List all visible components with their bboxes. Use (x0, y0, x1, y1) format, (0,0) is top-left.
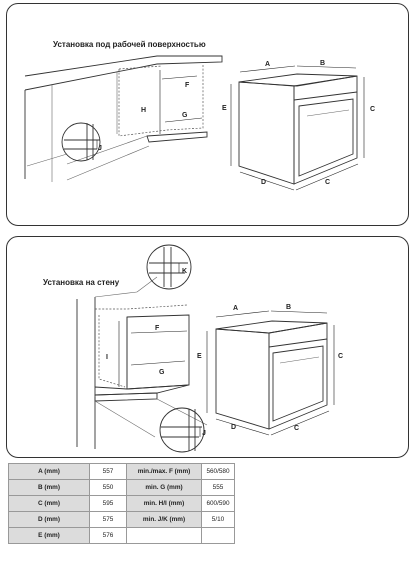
under-counter-caption: Установка под рабочей поверхностью (53, 40, 206, 49)
dimension-f: F (161, 75, 198, 89)
cabinet-dimensions: I F G (106, 321, 188, 387)
label-c-top: C (370, 106, 375, 113)
detail-circle-j-bottom: J (159, 407, 206, 453)
label-g-bottom: G (159, 369, 165, 376)
table-row: A (mm) 557 min./max. F (mm) 560/580 (8, 463, 235, 480)
wall-installation-panel: Установка на стену I F G (6, 236, 409, 458)
oven-bottom-dimensions: A B C E D C (197, 304, 343, 436)
row-label-2: min./max. F (mm) (126, 463, 202, 480)
row-label: D (mm) (8, 511, 90, 528)
row-value: 550 (89, 479, 127, 496)
dimension-g: G (164, 112, 203, 123)
label-g: G (182, 112, 188, 119)
row-value-2 (201, 527, 235, 544)
tall-cabinet (76, 276, 208, 449)
table-row: B (mm) 550 min. G (mm) 555 (8, 479, 235, 496)
table-row: C (mm) 595 min. H/I (mm) 600/590 (8, 495, 235, 512)
label-i: I (106, 354, 108, 361)
detail-circle-j: J (61, 122, 102, 162)
row-value: 595 (89, 495, 127, 512)
label-c-bottom: C (338, 353, 343, 360)
row-value: 557 (89, 463, 127, 480)
label-c2-top: C (325, 179, 330, 186)
label-f-bottom: F (155, 325, 160, 332)
row-label: A (mm) (8, 463, 90, 480)
under-counter-diagram: H F G J (24, 55, 375, 191)
label-a-top: A (265, 61, 270, 68)
row-label: E (mm) (8, 527, 90, 544)
table-row: D (mm) 575 min. J/K (mm) 5/10 (8, 511, 235, 528)
label-e-bottom: E (197, 353, 202, 360)
label-a-bottom: A (233, 305, 238, 312)
label-d-top: D (261, 179, 266, 186)
table-row: E (mm) 576 (8, 527, 235, 544)
oven-bottom (215, 320, 328, 430)
dimensions-table: A (mm) 557 min./max. F (mm) 560/580 B (m… (8, 463, 235, 544)
row-value-2: 600/590 (201, 495, 235, 512)
row-label-2 (126, 527, 202, 544)
row-value-2: 560/580 (201, 463, 235, 480)
row-label-2: min. G (mm) (126, 479, 202, 496)
row-label: C (mm) (8, 495, 90, 512)
label-d-bottom: D (231, 424, 236, 431)
label-b-top: B (320, 60, 325, 67)
row-label-2: min. H/I (mm) (126, 495, 202, 512)
oven-top (238, 73, 358, 185)
oven-top-dimensions: A B C E D C (222, 60, 375, 191)
countertop-cabinet (24, 55, 223, 182)
label-e-top: E (222, 105, 227, 112)
row-label-2: min. J/K (mm) (126, 511, 202, 528)
row-value-2: 5/10 (201, 511, 235, 528)
label-j-bottom: J (202, 430, 206, 437)
under-counter-installation-panel: Установка под рабочей поверхностью H F (6, 3, 409, 226)
label-h: H (141, 107, 146, 114)
wall-installation-diagram: I F G K J (76, 244, 343, 453)
dimension-h: H (141, 70, 161, 134)
row-label: B (mm) (8, 479, 90, 496)
label-c2-bottom: C (294, 425, 299, 432)
detail-circle-k: K (146, 244, 192, 290)
label-f: F (185, 82, 190, 89)
wall-installation-caption: Установка на стену (43, 278, 120, 287)
row-value: 575 (89, 511, 127, 528)
label-k: K (182, 268, 187, 275)
label-b-bottom: B (286, 304, 291, 311)
label-j-top: J (98, 145, 102, 152)
row-value-2: 555 (201, 479, 235, 496)
row-value: 576 (89, 527, 127, 544)
